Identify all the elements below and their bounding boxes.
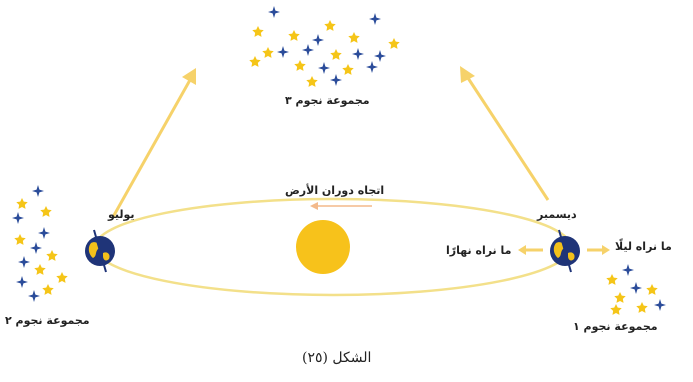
star-icon (268, 6, 280, 18)
star-icon (12, 212, 24, 224)
label-star-group-2: مجموعة نجوم ٢ (5, 314, 90, 327)
label-day-view: ما نراه نهارًا (446, 244, 511, 257)
star-icon (18, 256, 30, 268)
star-icon (249, 56, 260, 67)
star-icon (14, 234, 25, 245)
star-icon (32, 185, 44, 197)
star-icon (636, 302, 647, 313)
label-night-view: ما نراه ليلًا (615, 240, 672, 253)
star-icon (277, 46, 289, 58)
star-group-2 (12, 185, 68, 302)
star-icon (330, 74, 342, 86)
star-icon (42, 284, 53, 295)
star-icon (294, 60, 305, 71)
star-icon (302, 44, 314, 56)
arrow-july-to-group3 (113, 68, 196, 217)
star-icon (610, 304, 621, 315)
star-icon (46, 250, 57, 261)
sun-icon (296, 220, 350, 274)
star-icon (252, 26, 263, 37)
star-icon (34, 264, 45, 275)
day-view-arrow (518, 245, 543, 255)
star-icon (288, 30, 299, 41)
star-icon (16, 276, 28, 288)
star-icon (342, 64, 353, 75)
label-rotation-direction: اتجاه دوران الأرض (285, 184, 384, 197)
star-icon (318, 62, 330, 74)
star-icon (654, 299, 666, 311)
star-icon (622, 264, 634, 276)
star-group-3 (249, 6, 399, 87)
star-icon (324, 20, 335, 31)
star-icon (16, 198, 27, 209)
earth-icon (85, 230, 115, 272)
label-december: ديسمبر (537, 208, 577, 221)
rotation-arrow (310, 202, 372, 210)
night-view-arrow (587, 245, 610, 255)
label-star-group-3: مجموعة نجوم ٣ (285, 94, 370, 107)
star-group-1 (606, 264, 666, 315)
star-icon (330, 49, 341, 60)
star-icon (388, 38, 399, 49)
star-icon (38, 227, 50, 239)
star-icon (40, 206, 51, 217)
star-icon (56, 272, 67, 283)
arrow-december-to-group3 (460, 66, 548, 200)
star-icon (606, 274, 617, 285)
star-icon (30, 242, 42, 254)
star-icon (28, 290, 40, 302)
star-icon (352, 48, 364, 60)
star-icon (614, 292, 625, 303)
star-icon (306, 76, 317, 87)
star-icon (369, 13, 381, 25)
star-icon (366, 61, 378, 73)
star-icon (348, 32, 359, 43)
star-icon (630, 282, 642, 294)
star-icon (374, 50, 386, 62)
label-july: يوليو (108, 208, 135, 221)
star-icon (646, 284, 657, 295)
label-star-group-1: مجموعة نجوم ١ (573, 320, 658, 333)
figure-caption: الشكل (٢٥) (302, 350, 371, 366)
star-icon (312, 34, 324, 46)
star-icon (262, 47, 273, 58)
